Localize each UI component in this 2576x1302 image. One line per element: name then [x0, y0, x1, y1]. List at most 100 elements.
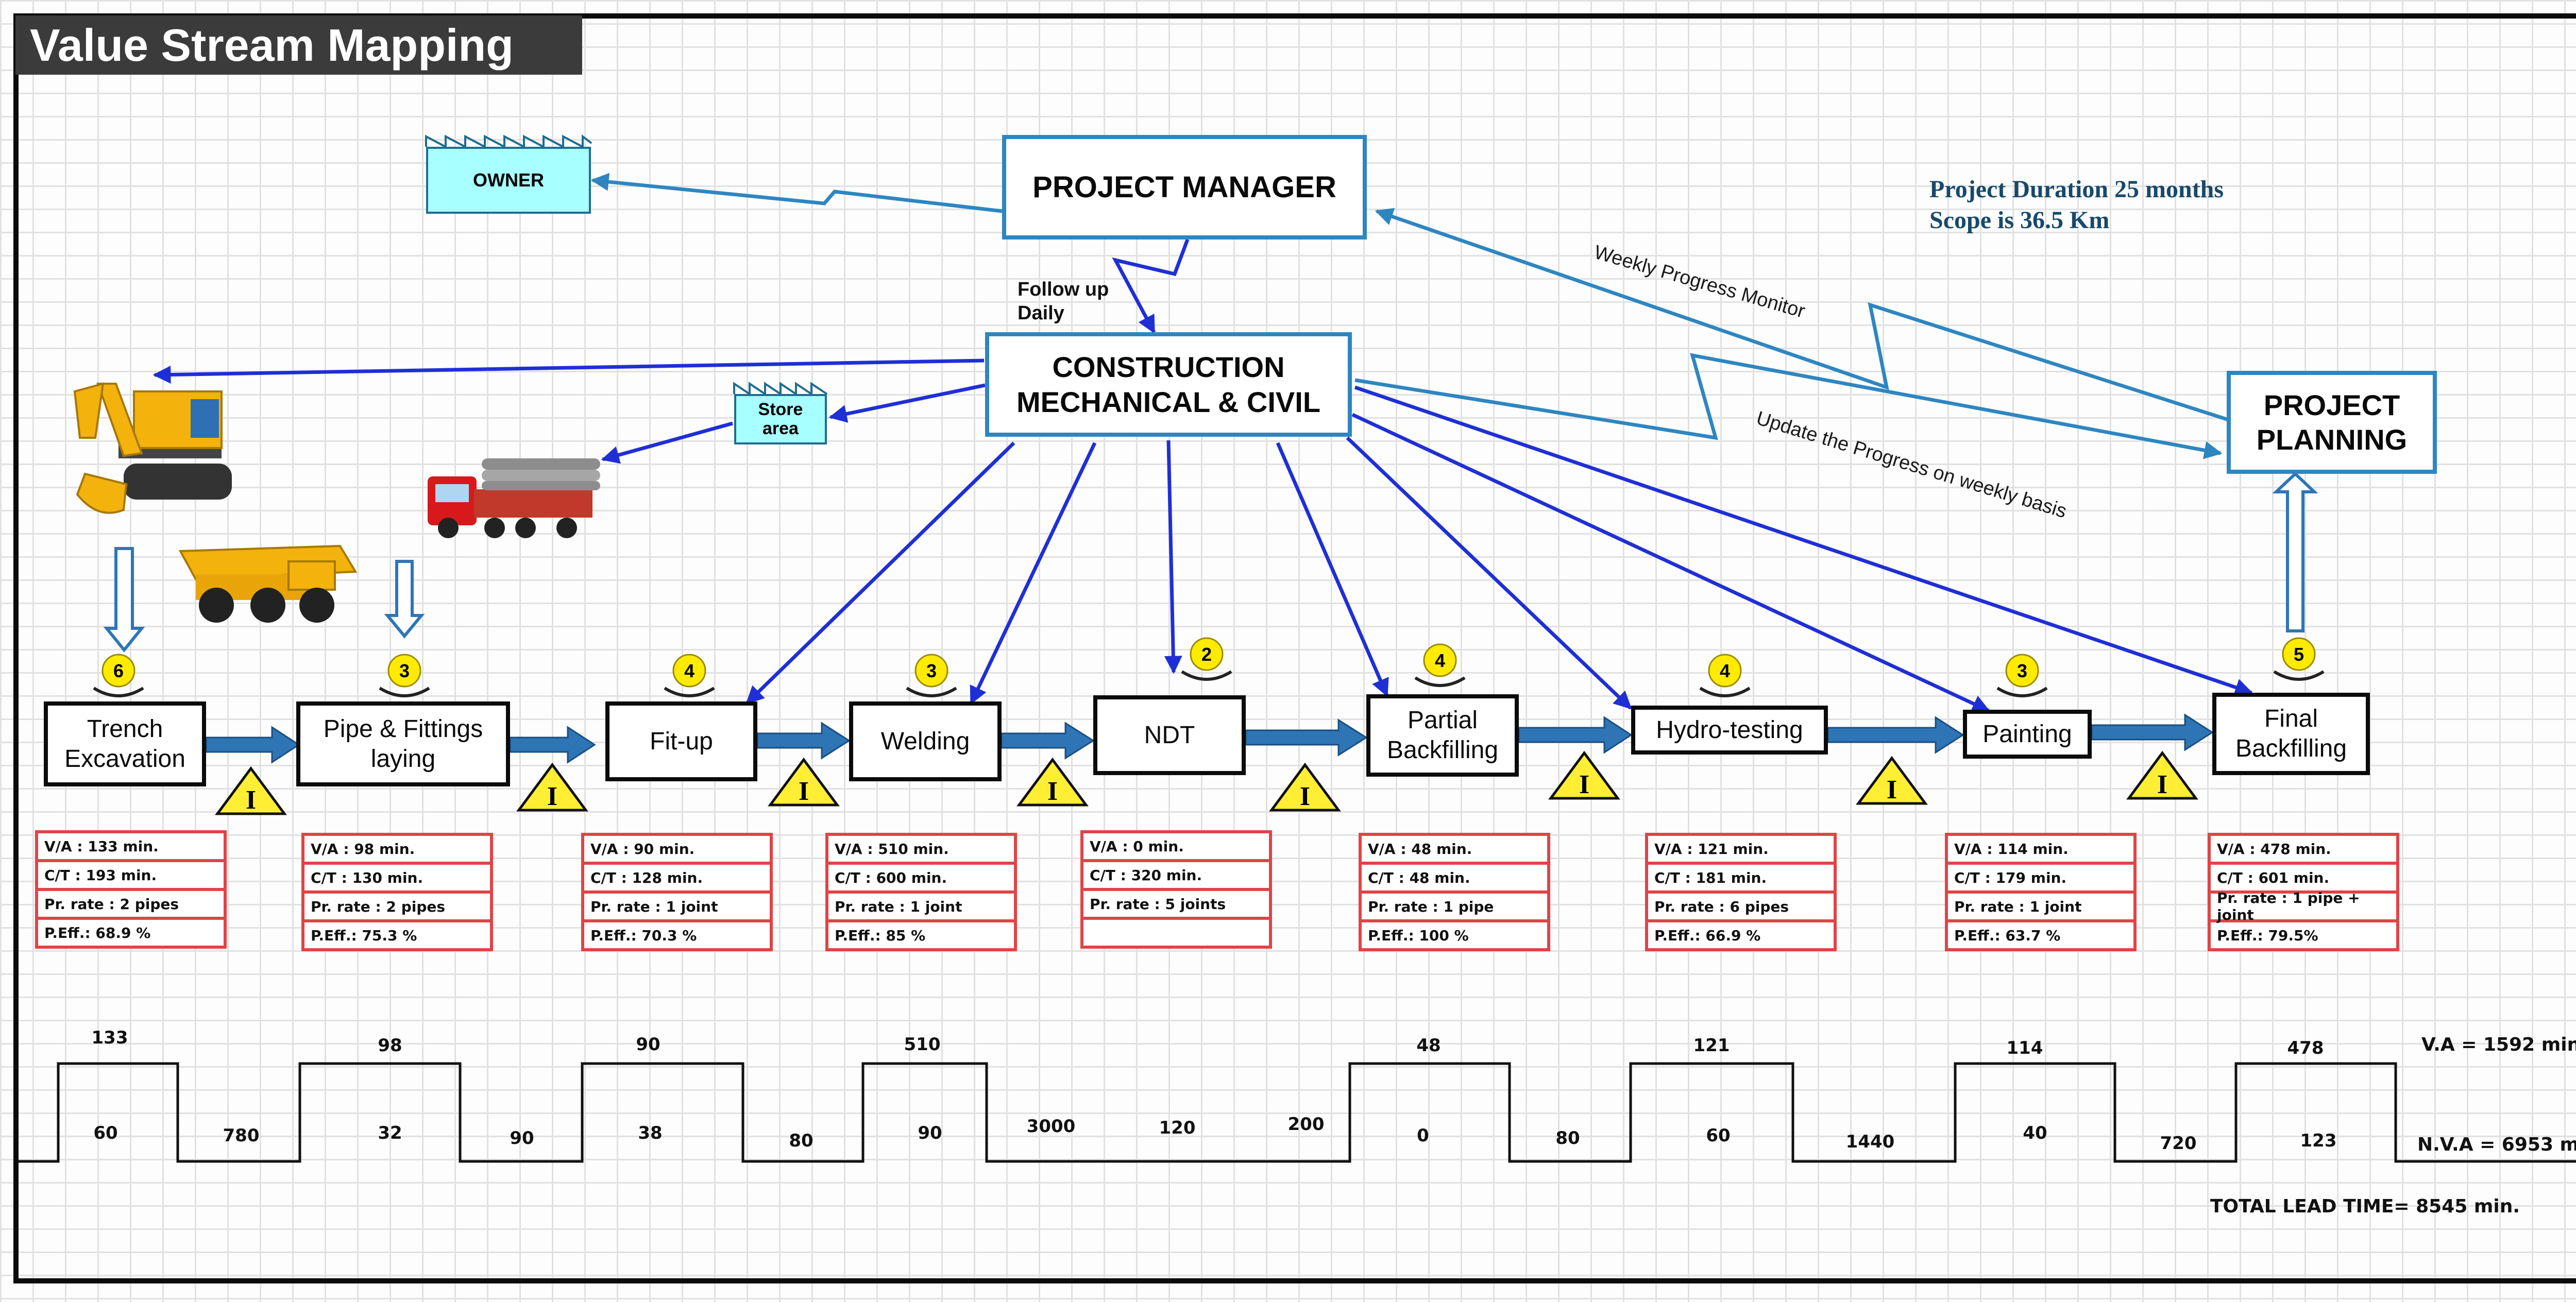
- process-ndt: NDT: [1093, 695, 1246, 775]
- nva-total: N.V.A = 6953 min.: [2417, 1134, 2576, 1155]
- process-label: NDT: [1144, 721, 1195, 749]
- eff-row: P.Eff.: 75.3 %: [301, 919, 493, 951]
- va-row: V/A : 0 min.: [1080, 830, 1272, 862]
- ct-row: C/T : 601 min.: [2208, 862, 2399, 894]
- data-box-final-backfilling: V/A : 478 min. C/T : 601 min. Pr. rate :…: [2208, 833, 2399, 951]
- process-pipe-fittings-laying: Pipe & Fittings laying: [296, 701, 510, 786]
- construction-to-planning-arrow: [1354, 353, 2223, 459]
- va-row: V/A : 121 min.: [1645, 833, 1837, 865]
- ct-row: C/T : 130 min.: [301, 862, 493, 894]
- process-label: Hydro-testing: [1656, 716, 1803, 744]
- total-lead-time: TOTAL LEAD TIME= 8545 min.: [2210, 1196, 2520, 1217]
- va-total: V.A = 1592 min.: [2421, 1034, 2576, 1055]
- va-row: V/A : 478 min.: [2208, 833, 2399, 865]
- va-row: V/A : 133 min.: [35, 830, 227, 862]
- data-box-partial-backfilling: V/A : 48 min. C/T : 48 min. Pr. rate : 1…: [1359, 833, 1550, 951]
- timeline-va-value: 114: [2006, 1038, 2043, 1058]
- process-label: Final Backfilling: [2235, 705, 2347, 762]
- store-area-box: Store area: [734, 394, 827, 444]
- push-arrow-3: [756, 722, 851, 760]
- eff-row: P.Eff.: 68.9 %: [35, 917, 227, 949]
- timeline-low-value: 60: [1706, 1125, 1731, 1146]
- project-planning-label: PROJECT PLANNING: [2256, 388, 2408, 456]
- timeline-low-value: 32: [378, 1123, 402, 1143]
- project-manager-box: PROJECT MANAGER: [1002, 135, 1367, 239]
- push-arrow-4: [1001, 722, 1095, 760]
- timeline-low-value: 80: [1555, 1128, 1580, 1149]
- timeline-va-value: 510: [904, 1034, 941, 1055]
- rate-row: Pr. rate : 2 pipes: [35, 888, 227, 920]
- pm-to-construction-arrow: [1112, 238, 1190, 334]
- timeline-low-value: 3000: [1026, 1116, 1076, 1137]
- rate-row: Pr. rate : 1 joint: [1945, 890, 2137, 922]
- rate-row: Pr. rate : 1 joint: [581, 890, 773, 922]
- rate-row: Pr. rate : 6 pipes: [1645, 890, 1837, 922]
- timeline-low-value: 200: [1287, 1114, 1325, 1135]
- va-row: V/A : 98 min.: [301, 833, 493, 865]
- construction-to-partial-backfilling-arrow: [1276, 442, 1389, 697]
- push-arrow-2: [509, 726, 596, 764]
- process-final-backfilling: Final Backfilling: [2212, 693, 2370, 775]
- timeline-va-value: 133: [91, 1027, 128, 1048]
- timeline-low-value: 40: [2023, 1123, 2047, 1143]
- truck-down-arrow: [384, 560, 425, 639]
- process-trench-excavation: Trench Excavation: [44, 701, 206, 786]
- ct-row: C/T : 193 min.: [35, 859, 227, 891]
- timeline-low-value: 0: [1417, 1125, 1429, 1146]
- data-box-welding: V/A : 510 min. C/T : 600 min. Pr. rate :…: [825, 833, 1017, 951]
- process-label: Trench Excavation: [64, 715, 185, 773]
- ct-row: C/T : 179 min.: [1945, 862, 2137, 894]
- data-box-painting: V/A : 114 min. C/T : 179 min. Pr. rate :…: [1945, 833, 2137, 951]
- process-painting: Painting: [1963, 710, 2092, 759]
- pm-to-owner-arrow: [590, 173, 1003, 213]
- va-row: V/A : 48 min.: [1359, 833, 1550, 865]
- project-manager-label: PROJECT MANAGER: [1032, 170, 1336, 204]
- process-partial-backfilling: Partial Backfilling: [1366, 694, 1519, 777]
- process-hydro-testing: Hydro-testing: [1631, 706, 1828, 755]
- timeline-low-value: 90: [510, 1128, 534, 1149]
- timeline-va-value: 98: [378, 1035, 402, 1056]
- timeline-va-value: 90: [636, 1034, 660, 1055]
- push-arrow-7: [1827, 716, 1964, 754]
- construction-to-final-backfilling-arrow: [1354, 385, 2253, 696]
- project-duration-text: Project Duration 25 months: [1929, 176, 2224, 203]
- page-title: Value Stream Mapping: [15, 15, 582, 75]
- process-label: Painting: [1982, 720, 2072, 748]
- ct-row: C/T : 181 min.: [1645, 862, 1837, 894]
- timeline-line: [18, 1062, 2576, 1163]
- push-arrow-5: [1245, 718, 1368, 757]
- process-label: Pipe & Fittings laying: [323, 715, 483, 773]
- data-box-fit-up: V/A : 90 min. C/T : 128 min. Pr. rate : …: [581, 833, 773, 951]
- excavator-down-arrow: [103, 547, 145, 653]
- rate-row: Pr. rate : 1 pipe + joint: [2208, 889, 2399, 923]
- eff-row: P.Eff.: 79.5%: [2208, 919, 2399, 951]
- rate-row: Pr. rate : 1 joint: [825, 890, 1017, 922]
- process-label: Fit-up: [650, 727, 713, 755]
- data-box-pipe-fittings-laying: V/A : 98 min. C/T : 130 min. Pr. rate : …: [301, 833, 493, 951]
- final-to-planning-hollow-arrow: [2272, 471, 2318, 632]
- rate-row: Pr. rate : 1 pipe: [1359, 890, 1550, 922]
- timeline-va-value: 478: [2287, 1038, 2324, 1058]
- ct-row: C/T : 48 min.: [1359, 862, 1550, 894]
- data-box-trench-excavation: V/A : 133 min. C/T : 193 min. Pr. rate :…: [35, 830, 227, 949]
- push-arrow-8: [2091, 713, 2214, 751]
- process-welding: Welding: [849, 701, 1002, 781]
- construction-to-ndt-arrow: [1164, 440, 1182, 674]
- process-label: Partial Backfilling: [1386, 707, 1499, 764]
- eff-row: P.Eff.: 63.7 %: [1945, 919, 2137, 951]
- follow-up-label: Follow up Daily: [1018, 279, 1109, 324]
- data-box-hydro-testing: V/A : 121 min. C/T : 181 min. Pr. rate :…: [1645, 833, 1837, 951]
- process-label: Welding: [880, 727, 970, 755]
- push-arrow-6: [1518, 716, 1633, 754]
- ct-row: C/T : 600 min.: [825, 862, 1017, 894]
- construction-box: CONSTRUCTION MECHANICAL & CIVIL: [985, 332, 1352, 437]
- project-planning-box: PROJECT PLANNING: [2227, 371, 2437, 474]
- owner-label: OWNER: [473, 169, 544, 191]
- eff-row: [1080, 917, 1272, 949]
- va-row: V/A : 90 min.: [581, 833, 773, 865]
- timeline-va-value: 48: [1416, 1035, 1441, 1056]
- data-box-ndt: V/A : 0 min. C/T : 320 min. Pr. rate : 5…: [1080, 830, 1272, 949]
- timeline-va-value: 121: [1693, 1035, 1730, 1056]
- project-duration-note: Project Duration 25 months Scope is 36.5…: [1929, 174, 2224, 236]
